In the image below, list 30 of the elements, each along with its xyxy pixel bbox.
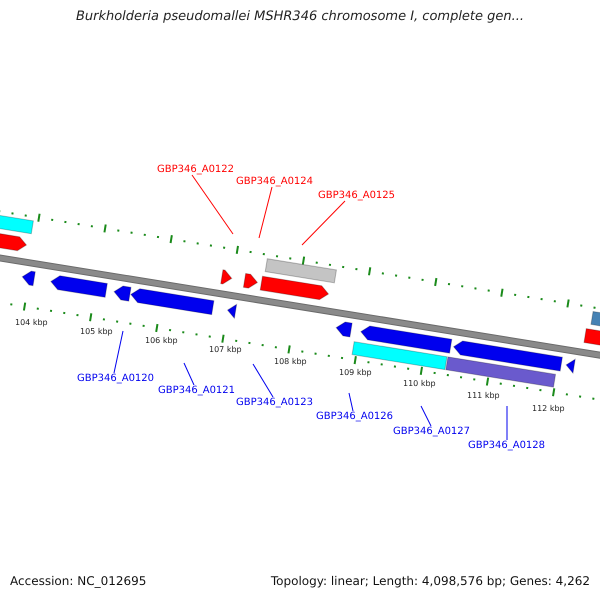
gene-label: GBP346_A0123 — [236, 397, 314, 408]
gene-label: GBP346_A0122 — [157, 164, 234, 175]
leader-line — [302, 200, 346, 246]
scale-label: 105 kbp — [80, 328, 113, 337]
summary-text: Topology: linear; Length: 4,098,576 bp; Genes: 4,262 — [270, 575, 590, 588]
gene-label: GBP346_A0120 — [77, 373, 154, 384]
leader-line — [420, 406, 432, 426]
leader-line — [114, 330, 124, 374]
leader-line — [184, 362, 194, 386]
title: Burkholderia pseudomallei MSHR346 chromosome I, complete gen... — [74, 10, 526, 24]
accession-text: Accession: NC_012695 — [10, 575, 146, 588]
leader-line — [258, 186, 272, 238]
gene-label: GBP346_A0124 — [236, 176, 314, 187]
scale-label: 108 kbp — [274, 358, 307, 367]
scale-label: 112 kbp — [532, 405, 565, 414]
leader-line — [348, 392, 354, 412]
scale-label: 106 kbp — [145, 337, 178, 346]
scale-label: 110 kbp — [403, 380, 436, 389]
scale-label: 107 kbp — [209, 346, 242, 355]
leader-line — [506, 406, 508, 440]
leader-line — [252, 364, 274, 398]
gene-label: GBP346_A0121 — [158, 385, 236, 396]
gene-label: GBP346_A0125 — [318, 190, 396, 201]
gene-label: GBP346_A0126 — [316, 411, 394, 422]
leader-line — [192, 174, 234, 234]
scale-label: 109 kbp — [339, 369, 372, 378]
scale-label: 104 kbp — [15, 319, 48, 328]
gene-label: GBP346_A0127 — [393, 426, 470, 437]
scale-label: 111 kbp — [467, 392, 500, 401]
gene-label: GBP346_A0128 — [468, 440, 546, 451]
